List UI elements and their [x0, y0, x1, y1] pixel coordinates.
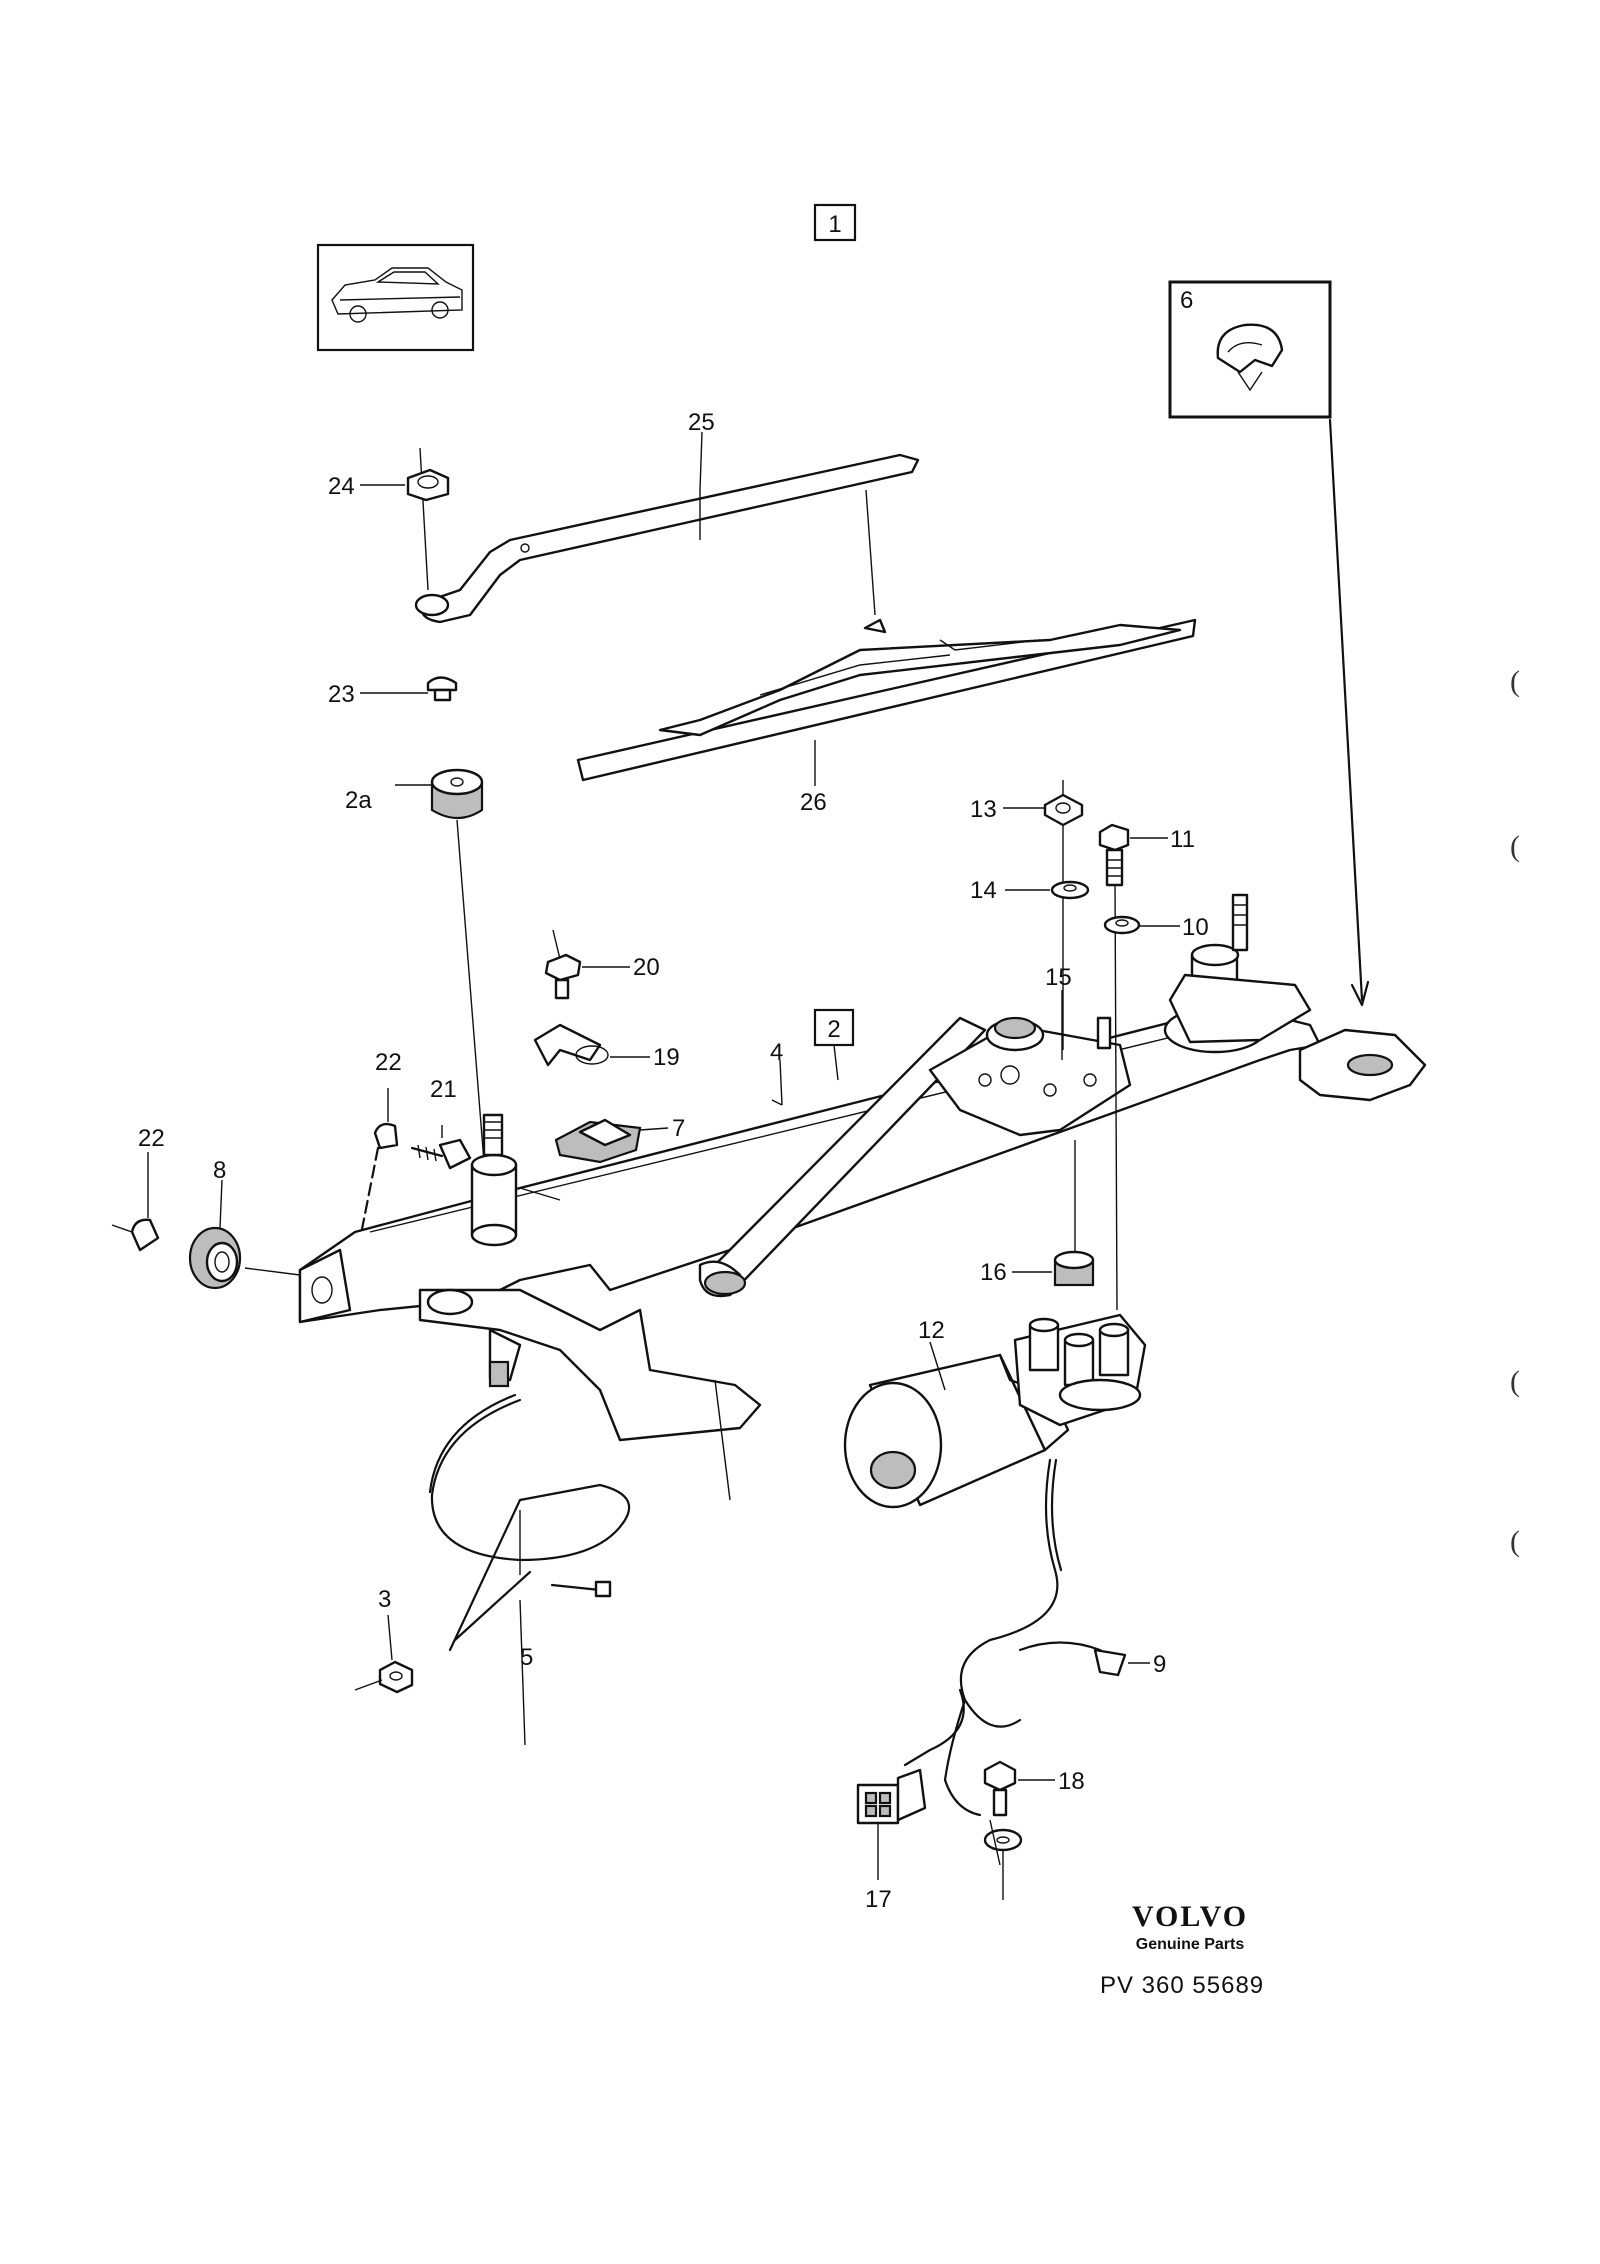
callout-23: 23: [328, 681, 355, 708]
part-13-nut: [1043, 793, 1084, 827]
callout-14: 14: [970, 877, 997, 904]
callout-20: 20: [633, 954, 660, 981]
inset-arrowhead: [1350, 980, 1370, 1007]
callout-15: 15: [1045, 964, 1072, 991]
part-2a-bushing: [430, 768, 484, 820]
margin-mark: (: [1510, 665, 1520, 698]
drive-linkage-rod: [698, 1016, 987, 1298]
margin-mark: (: [1510, 1525, 1520, 1558]
inset-detail-6: 6: [1168, 280, 1332, 419]
callout-19: 19: [653, 1044, 680, 1071]
part-5-drive-cable: [428, 1393, 631, 1652]
subassembly-box-2: 2: [813, 1008, 855, 1047]
callout-11: 11: [1170, 826, 1195, 853]
right-end-mount: [1298, 1028, 1427, 1102]
callout-21: 21: [430, 1076, 457, 1103]
callout-4: 4: [770, 1039, 783, 1066]
part-10-washer: [1103, 915, 1141, 935]
callout-9: 9: [1153, 1651, 1166, 1678]
part-9-wiring-harness: [903, 1458, 1127, 1817]
right-spindle-housing: [1163, 893, 1312, 1054]
part-22-cap-lower: [111, 1218, 160, 1252]
part-20-bolt: [544, 953, 582, 1000]
margin-mark: (: [1510, 1365, 1520, 1398]
part-22-cap-upper: [373, 1122, 399, 1150]
callout-5: 5: [520, 1644, 533, 1671]
margin-mark: (: [1510, 830, 1520, 863]
callout-labels: 2a 3 4 5 7 8 9 10 11 12 13 14 15 16 17 1…: [138, 409, 1209, 1913]
brand-block: VOLVO Genuine Parts: [1100, 1900, 1280, 1954]
part-7-cover: [554, 1118, 642, 1164]
car-model-thumbnail: [316, 243, 475, 352]
part-3-nut: [354, 1660, 414, 1694]
part-18-bolt: [983, 1760, 1023, 1852]
part-26-wiper-blade: [576, 618, 1197, 782]
callout-13: 13: [970, 796, 997, 823]
callout-10: 10: [1182, 914, 1209, 941]
callout-16: 16: [980, 1259, 1007, 1286]
part-19-bracket: [533, 1023, 609, 1067]
svg-text:1: 1: [828, 211, 841, 238]
callout-24: 24: [328, 473, 355, 500]
callout-17: 17: [865, 1886, 892, 1913]
part-8-rubber-grommet: [188, 1226, 242, 1290]
part-24-nut: [406, 468, 450, 502]
callout-12: 12: [918, 1317, 945, 1344]
callout-3: 3: [378, 1586, 391, 1613]
part-14-washer: [1050, 880, 1090, 900]
volvo-logo: VOLVO: [1131, 1900, 1249, 1933]
inset-leader-line: [1328, 418, 1364, 1002]
reference-code: PV 360 55689: [1100, 1972, 1265, 1999]
lower-mounting-bracket: [418, 1288, 762, 1442]
left-spindle-housing: [470, 1113, 518, 1247]
part-23-grommet: [426, 676, 458, 702]
part-11-bolt: [1098, 823, 1130, 887]
section-box-1: 1: [813, 203, 857, 242]
part-12-wiper-motor: [843, 1313, 1147, 1509]
callout-7: 7: [672, 1115, 685, 1142]
part-17-connector: [856, 1768, 927, 1825]
clip-icon: [1216, 323, 1284, 392]
callout-22-lower: 22: [138, 1125, 165, 1152]
callout-25: 25: [688, 409, 715, 436]
callout-8: 8: [213, 1157, 226, 1184]
svg-text:6: 6: [1180, 287, 1193, 314]
callout-22-upper: 22: [375, 1049, 402, 1076]
callout-2a: 2a: [345, 787, 372, 814]
part-21-screw: [410, 1138, 472, 1170]
callout-26: 26: [800, 789, 827, 816]
svg-text:2: 2: [827, 1016, 840, 1043]
part-25-wiper-arm: [414, 453, 920, 624]
callout-18: 18: [1058, 1768, 1085, 1795]
brand-tagline: Genuine Parts: [1135, 1936, 1245, 1953]
part-16-spacer: [1053, 1250, 1095, 1287]
motor-mounting-plate: [928, 1016, 1132, 1137]
